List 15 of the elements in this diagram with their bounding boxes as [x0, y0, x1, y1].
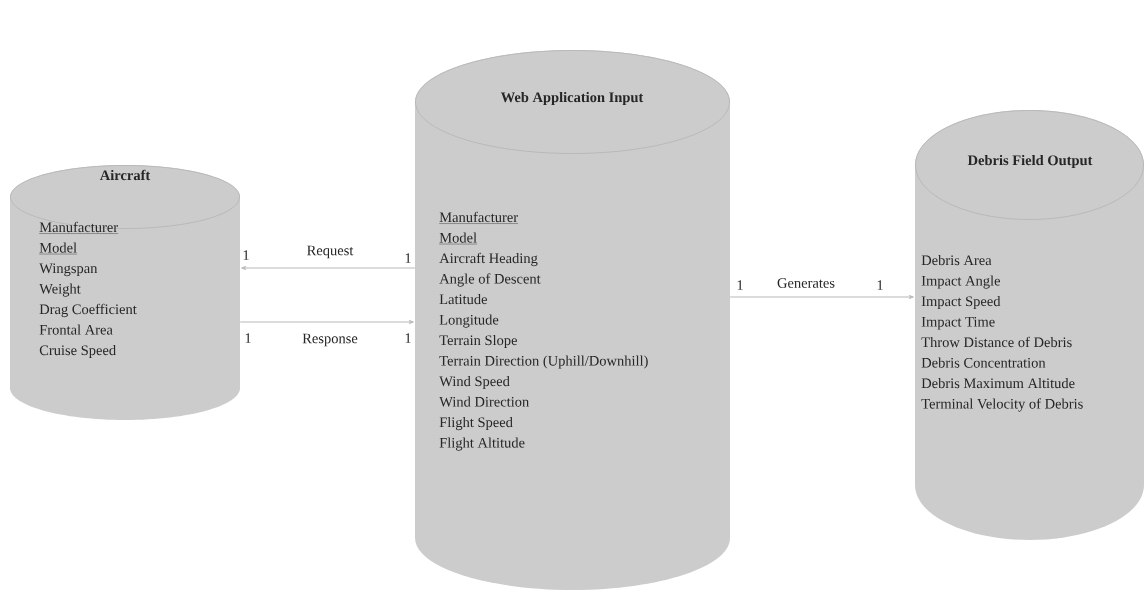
cardinality-label: 1: [245, 333, 251, 343]
cardinality-label: 1: [405, 333, 411, 343]
cardinality-label: 1: [737, 280, 743, 290]
cardinality-label: 1: [243, 250, 249, 260]
cardinality-label: 1: [405, 253, 411, 263]
edge-label: Response: [302, 333, 358, 347]
arrow: [239, 320, 414, 324]
edge-label: Request: [307, 245, 354, 259]
cylinder-title: Debris Field Output: [967, 154, 1093, 169]
arrow: [729, 295, 914, 299]
edge-label: Generates: [777, 278, 835, 288]
cylinder-title: Aircraft: [99, 169, 151, 181]
cylinder-title: Web Application Input: [500, 91, 644, 106]
cardinality-label: 1: [877, 280, 883, 290]
arrow: [241, 266, 416, 270]
